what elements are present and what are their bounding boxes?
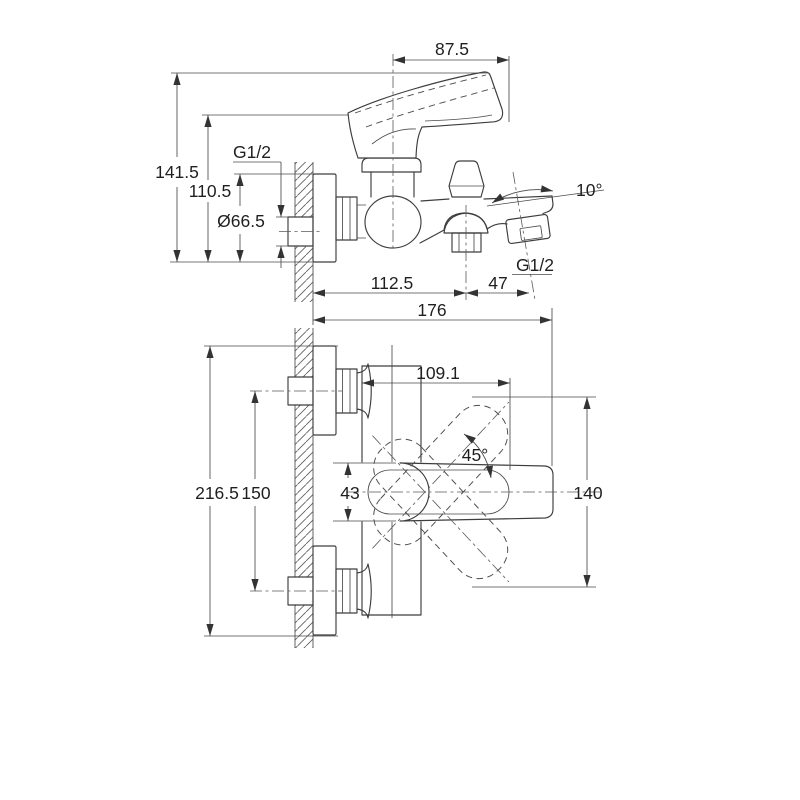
dim-109-1-label: 109.1 bbox=[416, 363, 460, 383]
dim-47: 47 bbox=[466, 273, 529, 297]
dim-43-label: 43 bbox=[340, 483, 359, 503]
spout-angle-annotation: 10° bbox=[486, 180, 605, 207]
dim-216-5-label: 216.5 bbox=[195, 483, 239, 503]
lower-nut bbox=[335, 568, 358, 614]
spout-centerline bbox=[512, 171, 536, 301]
mixer-body-front bbox=[361, 345, 422, 618]
dim-176: 176 bbox=[313, 300, 553, 466]
upper-flange bbox=[312, 345, 337, 436]
wall-thread-label: G1/2 bbox=[233, 142, 271, 162]
handle-phantom-down bbox=[372, 435, 510, 583]
dim-45deg-label: 45° bbox=[462, 445, 488, 465]
shower-outlet-stub bbox=[443, 205, 489, 300]
dim-216-5: 216.5 bbox=[195, 345, 338, 637]
connection-nut-side bbox=[335, 196, 366, 241]
front-view: 45° 109.1 43 140 150 bbox=[195, 328, 603, 648]
handle-swing-annotation: 45° bbox=[462, 433, 493, 479]
diverter-knob bbox=[448, 160, 485, 198]
dim-47-label: 47 bbox=[488, 273, 507, 293]
wall-thread-callout: G1/2 bbox=[233, 142, 289, 268]
spout-thread-label: G1/2 bbox=[516, 255, 554, 275]
dim-10deg-label: 10° bbox=[576, 180, 602, 200]
handle-phantom-up bbox=[372, 401, 510, 549]
dim-150-label: 150 bbox=[241, 483, 270, 503]
dim-109-1: 109.1 bbox=[362, 363, 511, 470]
dim-43: 43 bbox=[333, 462, 396, 522]
upper-nut bbox=[335, 368, 358, 414]
dim-87-5: 87.5 bbox=[392, 39, 510, 252]
dim-150: 150 bbox=[241, 391, 271, 591]
dim-66-5-label: Ø66.5 bbox=[217, 211, 265, 231]
lever-handle-side bbox=[347, 71, 504, 159]
cartridge-cap bbox=[361, 157, 422, 198]
dim-110-5-label: 110.5 bbox=[189, 181, 232, 201]
side-view: 10° 87.5 141.5 110.5 bbox=[155, 39, 605, 466]
dim-141-5-label: 141.5 bbox=[155, 162, 199, 182]
spout-side bbox=[419, 195, 554, 244]
dim-140-label: 140 bbox=[573, 483, 602, 503]
wall-section-front bbox=[294, 328, 314, 648]
dim-110-5: 110.5 bbox=[189, 114, 349, 262]
wall-section-side bbox=[294, 162, 314, 302]
dim-140: 140 bbox=[472, 396, 603, 588]
dim-87-5-label: 87.5 bbox=[435, 39, 469, 59]
dim-112-5-label: 112.5 bbox=[371, 273, 414, 293]
lower-inlet-assembly bbox=[250, 545, 372, 636]
spout-thread-callout: G1/2 bbox=[512, 255, 554, 275]
dim-176-label: 176 bbox=[417, 300, 446, 320]
dim-141-5: 141.5 bbox=[155, 72, 488, 263]
wall-flange-side bbox=[312, 173, 337, 263]
lower-flange bbox=[312, 545, 337, 636]
dim-66-5: Ø66.5 bbox=[217, 173, 313, 262]
